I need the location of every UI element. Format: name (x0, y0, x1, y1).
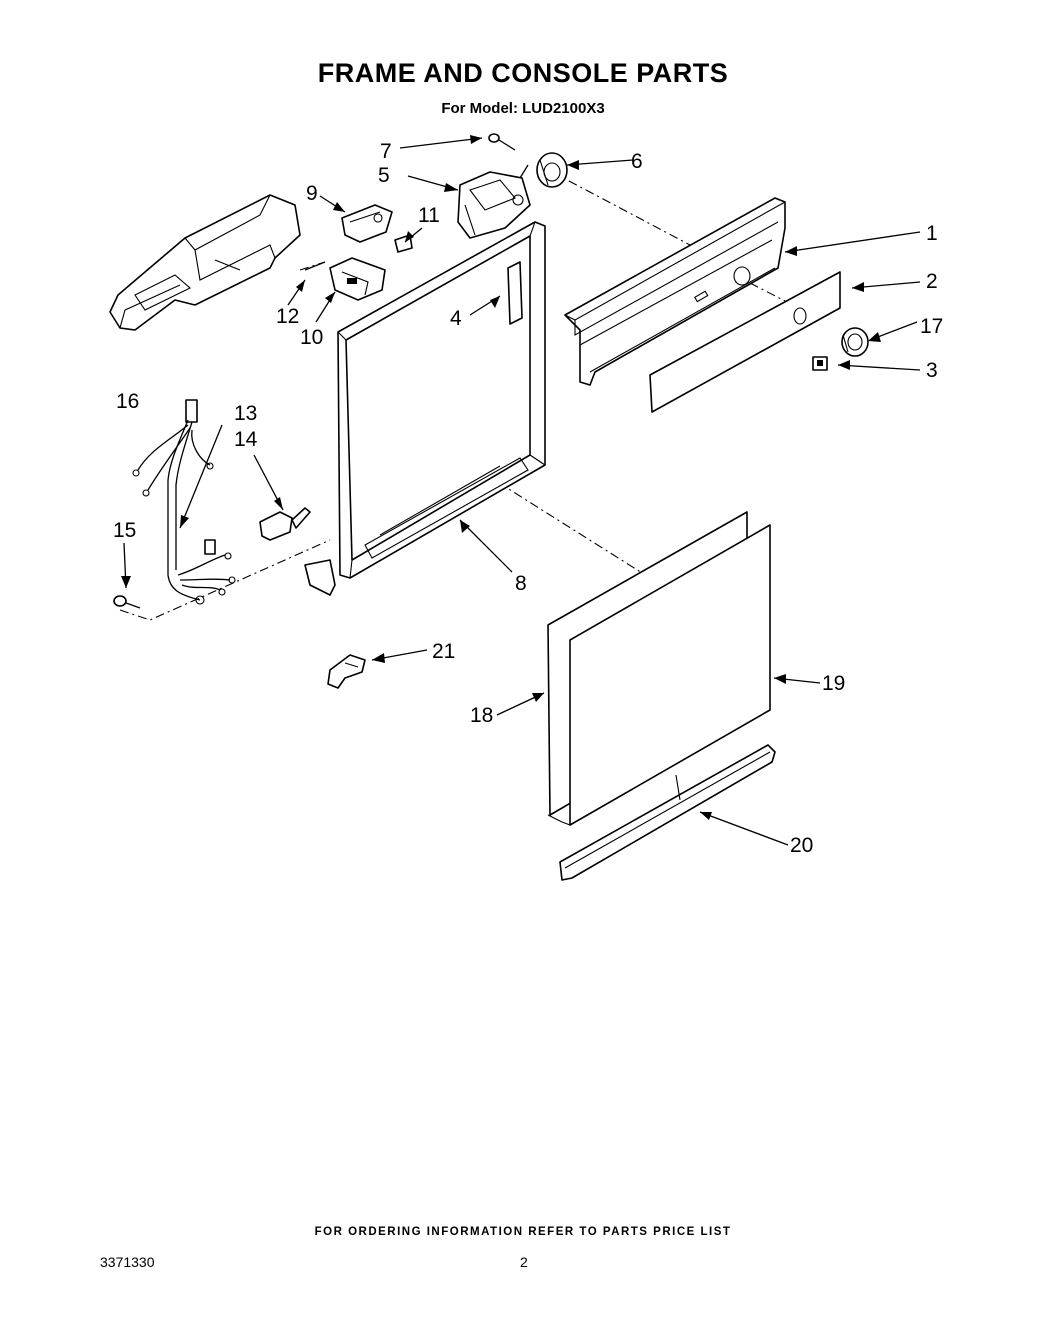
screw-part-7 (488, 133, 516, 151)
callout-16: 16 (116, 390, 139, 413)
callout-6: 6 (631, 150, 643, 173)
model-subtitle: For Model: LUD2100X3 (441, 100, 605, 117)
callout-21: 21 (432, 640, 455, 663)
cover-part (109, 194, 301, 331)
latch-part (341, 204, 393, 243)
timer-part (457, 164, 531, 239)
control-label-part (649, 271, 841, 413)
knob-part (841, 327, 869, 357)
callout-18: 18 (470, 704, 493, 727)
callout-19: 19 (822, 672, 845, 695)
callout-3: 3 (926, 359, 938, 382)
callout-4: 4 (450, 307, 462, 330)
page-title: FRAME AND CONSOLE PARTS (317, 58, 729, 88)
callout-13: 13 (234, 402, 257, 425)
page-number: 2 (520, 1254, 528, 1270)
callout-10: 10 (300, 326, 323, 349)
callout-12: 12 (276, 305, 299, 328)
connector-part (259, 507, 311, 541)
timer-knob-part (536, 152, 568, 188)
arrowheads (121, 135, 881, 820)
callout-8: 8 (515, 572, 527, 595)
ordering-note: FOR ORDERING INFORMATION REFER TO PARTS … (314, 1226, 732, 1238)
door-frame-part (304, 221, 546, 596)
console-panel-part (564, 197, 786, 386)
wire-harness-part (132, 399, 236, 605)
callout-1: 1 (926, 222, 938, 245)
callout-15: 15 (113, 519, 136, 542)
document-number: 3371330 (100, 1254, 155, 1270)
callout-20: 20 (790, 834, 813, 857)
callout-14: 14 (234, 428, 258, 451)
callout-17: 17 (920, 315, 943, 338)
pin-part (304, 261, 326, 271)
screw-part-15 (113, 595, 141, 609)
callout-11: 11 (418, 204, 440, 227)
door-panel-part-19 (547, 524, 771, 826)
trim-strip-part (559, 744, 776, 881)
clip-part (327, 654, 366, 689)
callout-5: 5 (378, 164, 390, 187)
callout-9: 9 (306, 182, 318, 205)
latch-bracket-part (329, 257, 386, 301)
callout-labels: 1 2 3 4 5 6 7 8 9 10 11 12 13 14 15 16 1… (113, 140, 943, 857)
switch-part (812, 356, 828, 371)
callout-7: 7 (380, 140, 392, 163)
callout-2: 2 (926, 270, 938, 293)
